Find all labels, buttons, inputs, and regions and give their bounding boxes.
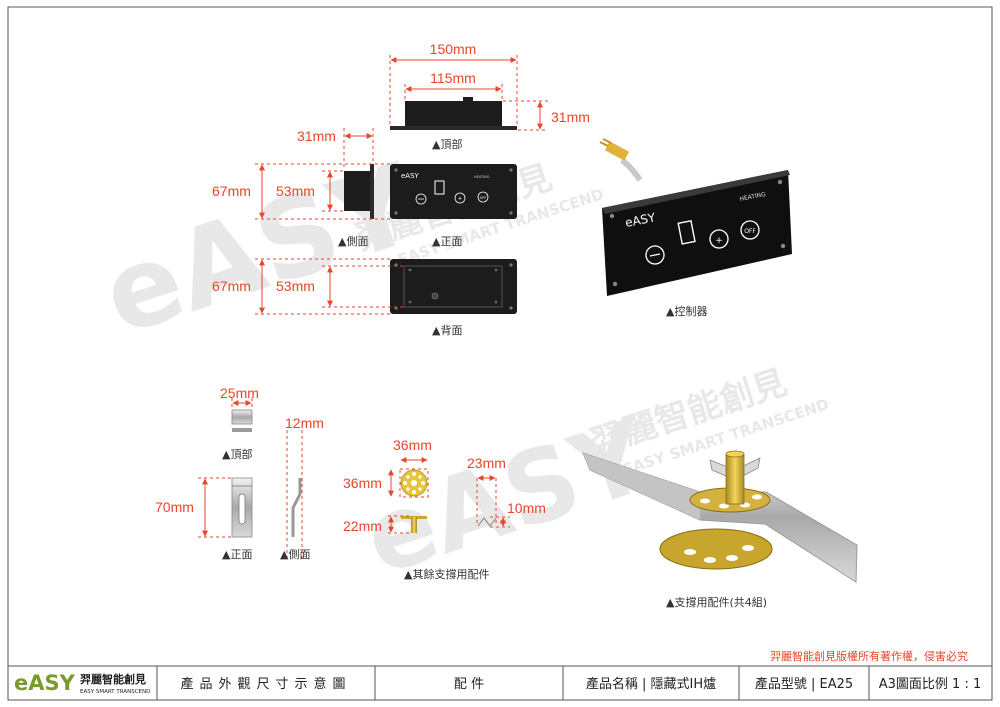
label-top: ▲頂部 [432,137,462,151]
controller-display-icon [677,220,696,245]
label-bracket-top: ▲頂部 [222,447,252,461]
front-minus-icon [415,193,427,205]
front-view: eASY HEATING + OFF ▲正面 [390,164,517,248]
back-panel [390,259,517,314]
product-name: 產品名稱 | 隱藏式IH爐 [586,676,716,692]
front-display-icon [434,180,445,195]
dim-back-height-outer: 67mm [212,278,251,294]
drawing-scale: A3圖面比例 1 : 1 [879,677,981,692]
bracket-views: 25mm ▲頂部 12mm 70mm ▲正面 ▲側面 [155,385,324,561]
product-model: 產品型號 | EA25 [755,676,853,692]
dim-front-height-inner: 53mm [276,183,315,199]
dim-top-width-inner: 115mm [430,70,476,86]
front-off-icon [477,191,489,203]
dim-side-depth: 31mm [297,128,336,144]
front-panel [390,164,517,219]
side-view: 31mm 67mm 53mm ▲側面 [212,128,390,248]
company-name-en: EASY SMART TRANSCEND [80,689,150,695]
label-support-parts: ▲支撐用配件(共4組) [666,595,767,609]
support-part-3d: ▲支撐用配件(共4組) [582,450,858,609]
bracket-side [291,478,302,537]
svg-text:HEATING: HEATING [474,175,490,179]
front-plus-icon [454,192,466,204]
dim-top-width-outer: 150mm [430,41,477,57]
top-view-body [405,101,502,128]
sheet-border [7,6,993,701]
svg-text:OFF: OFF [744,228,756,235]
svg-text:HEATING: HEATING [739,191,767,203]
controller-off-icon [740,220,760,240]
svg-text:+: + [458,196,462,202]
label-other-parts: ▲其餘支撐用配件 [404,567,489,581]
svg-text:+: + [715,236,723,246]
drawing-title: 產品外觀尺寸示意圖 [180,676,351,692]
dim-bracket-depth: 12mm [285,415,324,431]
dim-clip-height: 10mm [507,500,546,516]
title-block: eASY 羿麗智能創見 EASY SMART TRANSCEND 產品外觀尺寸示… [8,665,992,700]
dim-front-height-outer: 67mm [212,183,251,199]
front-brand: eASY [401,172,420,180]
dim-top-height: 31mm [551,109,590,125]
svg-text:OFF: OFF [480,196,487,200]
company-name-cn: 羿麗智能創見 [80,672,146,686]
dim-clip-width: 23mm [467,455,506,471]
clip-part [477,516,497,528]
knob-stem [411,517,417,533]
controller-3d: eASY HEATING + OFF ▲控制器 [599,138,792,318]
dim-knob-width: 36mm [393,437,432,453]
label-controller: ▲控制器 [666,304,707,318]
other-parts: 36mm 36mm 22mm 23mm 10mm ▲其餘支撐用配件 [343,437,546,581]
top-view: 150mm 115mm 31mm ▲頂部 [389,41,590,151]
back-view: 67mm 53mm ▲背面 [212,258,517,337]
company-logo: eASY [14,671,76,695]
label-bracket-front: ▲正面 [222,548,252,561]
label-bracket-side: ▲側面 [280,548,310,561]
side-view-body [344,171,371,211]
drawing-section: 配 件 [454,677,484,692]
controller-minus-icon [645,245,665,265]
dim-back-height-inner: 53mm [276,278,315,294]
label-front: ▲正面 [432,235,462,248]
top-view-flange [390,126,517,130]
dim-bracket-height: 70mm [155,499,194,515]
label-side: ▲側面 [338,235,368,248]
dim-knob-height: 36mm [343,475,382,491]
label-back: ▲背面 [432,323,462,337]
dim-knob-stem: 22mm [343,518,382,534]
copyright-notice: 羿麗智能創見版權所有著作權，侵害必究 [770,649,968,663]
dim-bracket-width: 25mm [220,385,259,401]
controller-brand: eASY [624,210,657,230]
controller-plus-icon [709,229,729,249]
